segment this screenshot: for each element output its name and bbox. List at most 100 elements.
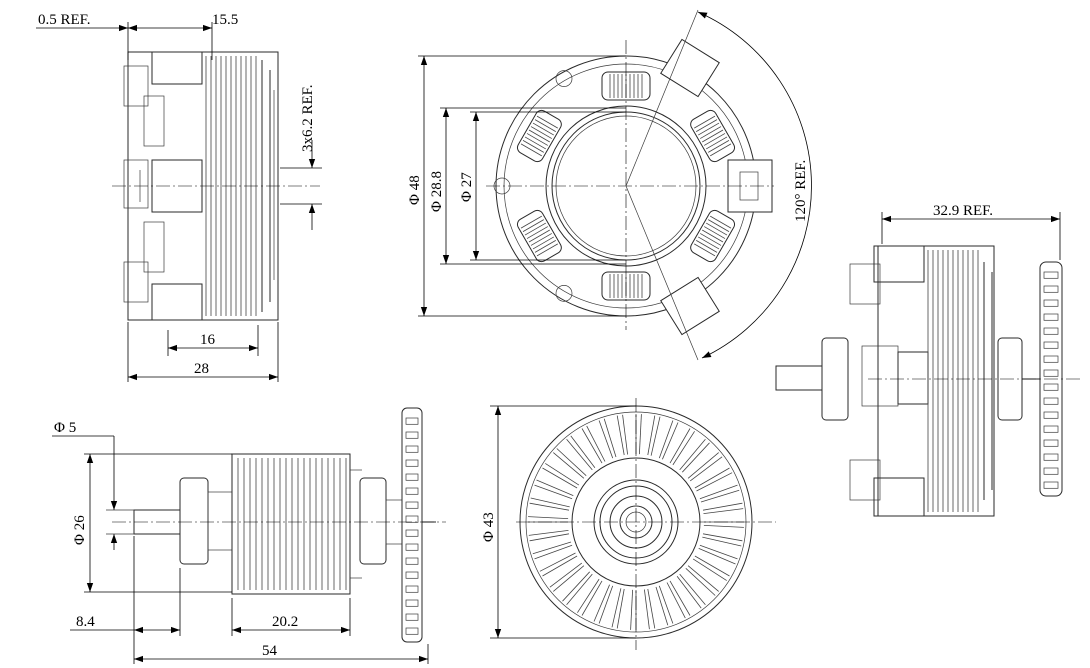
fan-blade-edge xyxy=(556,448,587,476)
stator-winding-turn xyxy=(524,136,546,150)
rotor-fan-rib xyxy=(405,571,419,579)
assembly-fan-rib xyxy=(1043,285,1059,293)
fan-blade xyxy=(702,502,743,511)
stator-side-dimensions: 0.5 REF. 15.5 3x6.2 REF. 16 28 xyxy=(36,12,322,382)
dim-120-ref-label: 120° REF. xyxy=(793,160,809,222)
fan-blade xyxy=(669,580,691,616)
fan-blade-edge xyxy=(672,431,695,466)
fan-blade-edge xyxy=(539,552,576,572)
fan-blade-edge xyxy=(603,418,617,458)
fan-blade xyxy=(598,420,614,459)
fan-blade xyxy=(699,544,738,560)
rotor-fan-rib xyxy=(405,501,419,509)
fan-blade xyxy=(616,588,625,629)
stator-winding-turn xyxy=(524,222,546,236)
fan-blade xyxy=(534,484,573,500)
fan-blade-edge xyxy=(696,472,733,492)
fan-front-view xyxy=(516,398,776,650)
fan-blade xyxy=(658,420,674,459)
stator-winding-turn xyxy=(534,240,556,253)
rotor-fan-rib xyxy=(405,627,419,635)
stator-winding xyxy=(516,109,562,163)
rotor-fan-rib xyxy=(405,529,419,537)
fan-blade-edge xyxy=(611,588,622,628)
assembly-fan-rib xyxy=(1043,411,1059,419)
rotor-fan-rib xyxy=(405,613,419,621)
stator-winding-turn xyxy=(710,143,732,157)
fan-blade xyxy=(566,573,593,605)
assembly-side-dimensions: 32.9 REF. xyxy=(881,203,1061,260)
stator-winding-turn xyxy=(708,140,730,153)
fan-blade xyxy=(647,588,656,629)
fan-blade-edge xyxy=(655,586,669,626)
rotor-fan-rib xyxy=(405,417,419,425)
fan-blade xyxy=(529,502,570,511)
assembly-fan-rib xyxy=(1043,467,1059,475)
stator-winding-turn xyxy=(534,119,556,132)
fan-blade-edge xyxy=(530,497,570,508)
fan-blade-edge xyxy=(703,525,744,528)
fan-blade xyxy=(553,452,585,479)
dim-dia-48-label: Φ 48 xyxy=(407,175,423,205)
fan-blade-edge xyxy=(689,456,723,482)
dim-54-label: 54 xyxy=(262,643,278,659)
assembly-fan-rib xyxy=(1043,327,1059,335)
fan-blade xyxy=(534,544,573,560)
assembly-fan-rib xyxy=(1043,383,1059,391)
fan-front-dimensions: Φ 43 xyxy=(481,405,636,639)
dim-16-label: 16 xyxy=(200,332,216,348)
stator-winding xyxy=(516,209,562,263)
stator-winding-turn xyxy=(526,133,548,146)
dim-3x6-2-ref-label: 3x6.2 REF. xyxy=(300,84,316,152)
fan-blade-edge xyxy=(662,422,679,460)
fan-blade xyxy=(529,533,570,542)
assembly-fan-rib xyxy=(1043,299,1059,307)
stator-winding-turn xyxy=(530,126,552,139)
stator-winding-turn xyxy=(532,236,554,250)
rotor-fan-rib xyxy=(405,459,419,467)
fan-blade-edge xyxy=(622,414,628,455)
stator-winding-turn xyxy=(708,219,730,232)
stator-winding-turn xyxy=(522,219,544,232)
fan-blade-edge xyxy=(528,530,569,536)
rotor-fan-rib xyxy=(405,487,419,495)
fan-blade xyxy=(581,580,603,616)
fan-blade-edge xyxy=(702,536,742,547)
fan-blade-edge xyxy=(562,571,590,602)
stator-winding-turn xyxy=(536,115,558,129)
fan-blade-edge xyxy=(666,582,686,619)
assembly-fan-rib xyxy=(1043,481,1059,489)
assembly-fan-rib xyxy=(1043,369,1059,377)
assembly-side-view xyxy=(775,245,1080,517)
rotor-fan-rib xyxy=(405,599,419,607)
fan-blade-edge xyxy=(650,416,661,456)
rotor-fan-rib xyxy=(405,431,419,439)
stator-winding-turn xyxy=(532,122,554,136)
fan-blade-edge xyxy=(698,548,736,565)
fan-blade xyxy=(598,585,614,624)
stator-winding-turn xyxy=(536,243,558,257)
fan-blade xyxy=(679,573,706,605)
stator-winding-turn xyxy=(526,226,548,239)
fan-blade xyxy=(616,415,625,456)
fan-blade-edge xyxy=(676,575,702,609)
assembly-fan-rib xyxy=(1043,439,1059,447)
fan-blade-edge xyxy=(703,508,744,514)
fan-blade-edge xyxy=(577,578,600,613)
dim-0-5-ref-label: 0.5 REF. xyxy=(38,12,91,28)
dim-dia-27-label: Φ 27 xyxy=(459,172,475,202)
assembly-fan-ribs xyxy=(1043,271,1059,489)
stator-notch xyxy=(555,70,573,87)
dim-28-label: 28 xyxy=(194,361,209,377)
fan-blade-edge xyxy=(685,568,716,596)
stator-front-view xyxy=(486,38,774,336)
dim-dia-28-8-label: Φ 28.8 xyxy=(429,171,445,212)
fan-blade-edge xyxy=(545,463,580,486)
assembly-fan-rib xyxy=(1043,271,1059,279)
assembly-lamination-fins xyxy=(927,250,979,512)
fan-blade xyxy=(679,439,706,471)
fan-blade-edge xyxy=(644,589,650,630)
stator-winding-turn xyxy=(528,129,550,143)
rotor-fan-rib xyxy=(405,445,419,453)
